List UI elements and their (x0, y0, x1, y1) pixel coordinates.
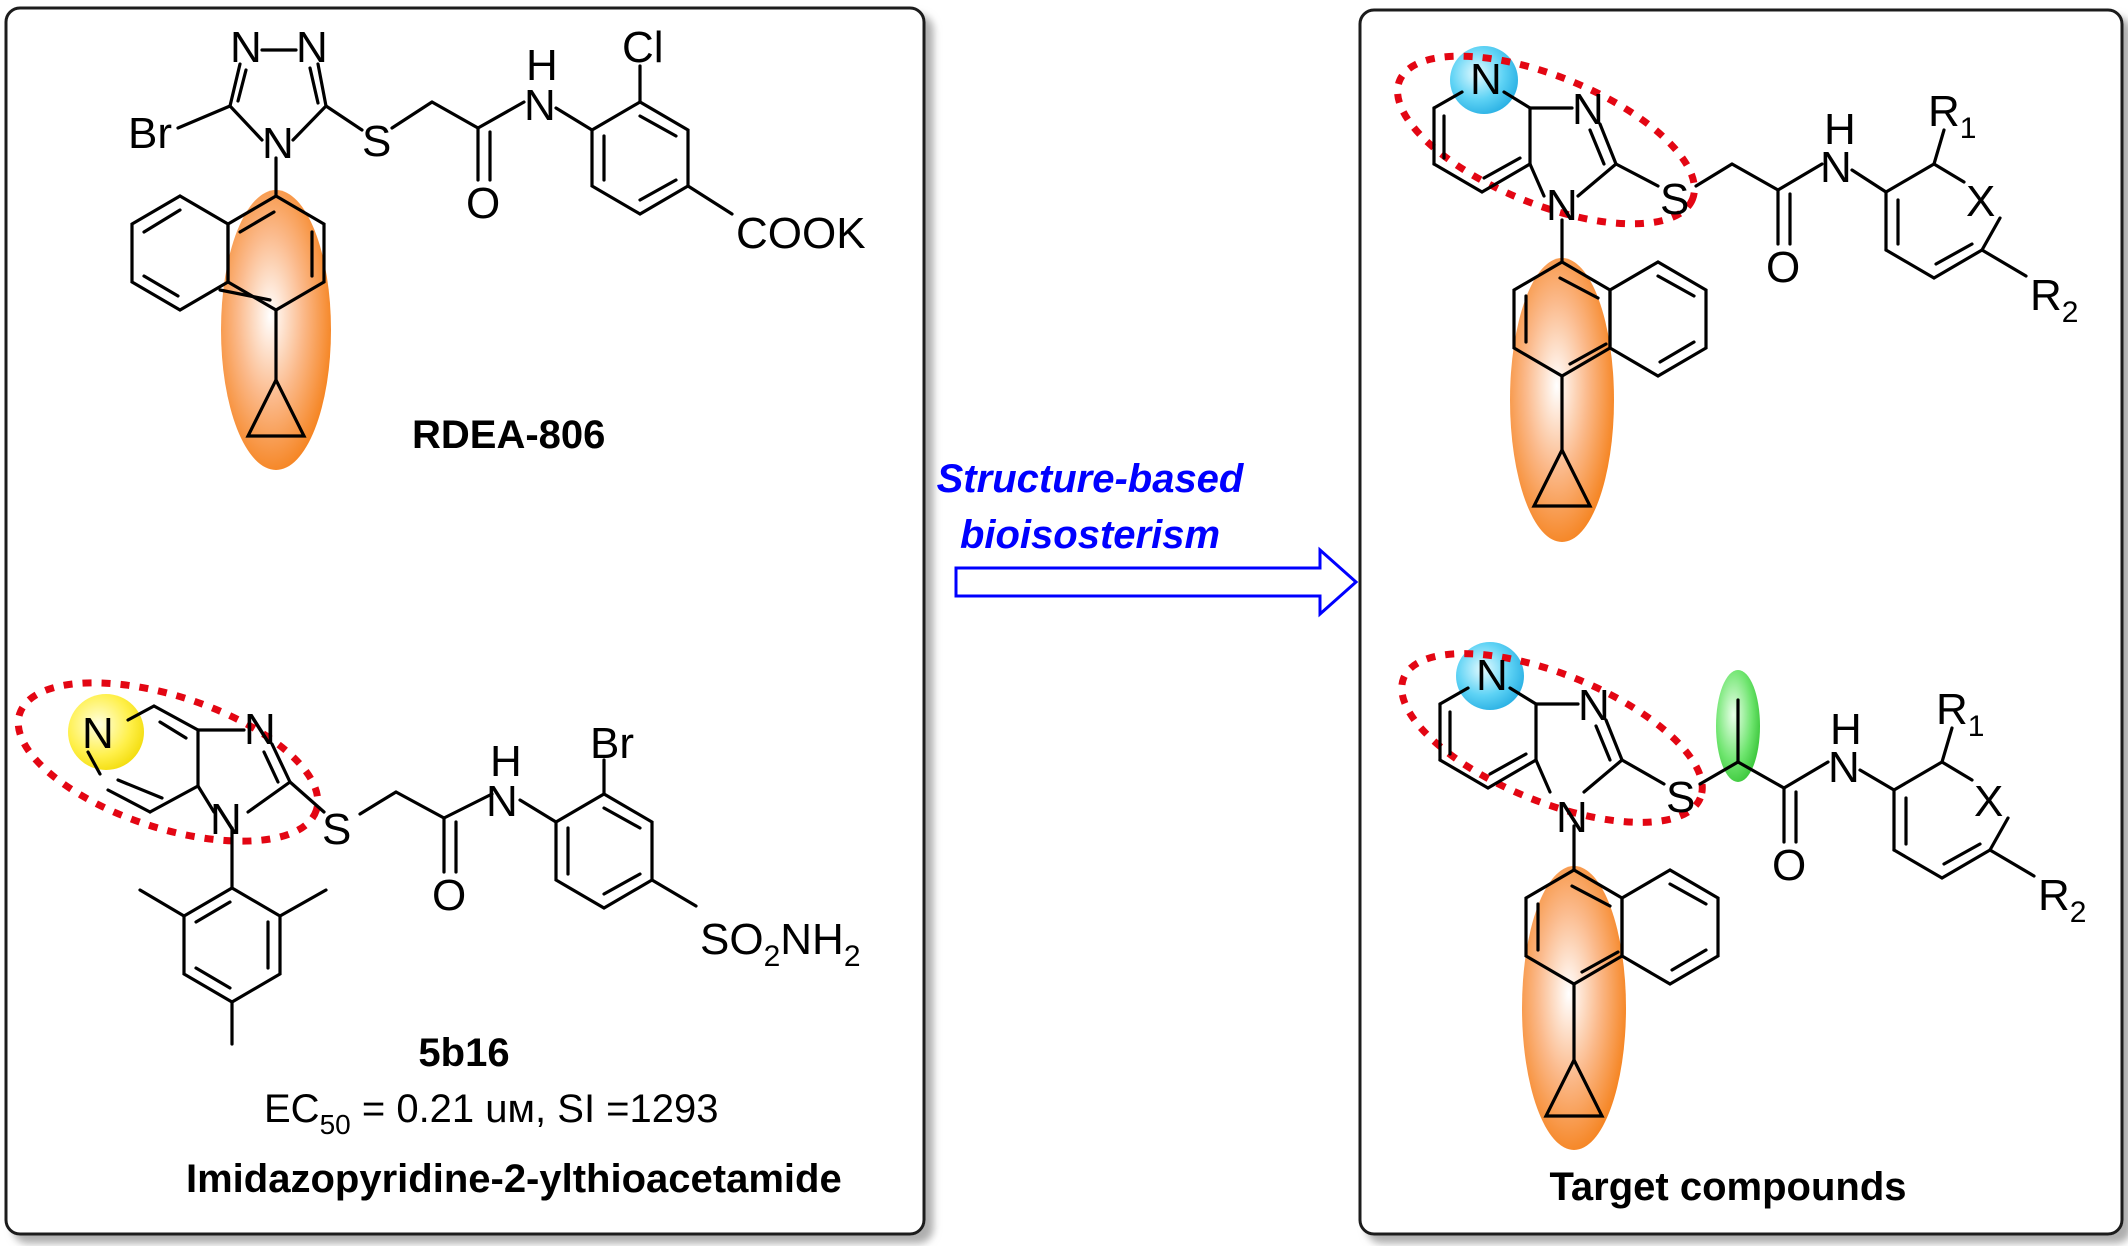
atom-s: S (362, 117, 391, 166)
atom-h: H (490, 737, 522, 786)
right-panel-frame (1358, 8, 2124, 1236)
atom-n: N (244, 705, 276, 754)
atom-o: O (1766, 243, 1800, 292)
atom-s: S (1666, 773, 1695, 822)
atom-n: N (1828, 743, 1860, 792)
atom-n: N (1476, 651, 1508, 700)
atom-n: N (82, 709, 114, 758)
target-compound-2: N N N S H N O X R1 R2 Target compounds (1398, 642, 2086, 1209)
atom-n: N (210, 795, 242, 844)
compound-rdea-806: N N N Br S H N O Cl COOK RDEA-806 (128, 23, 866, 470)
atom-n: N (262, 119, 294, 168)
atom-n: N (1556, 793, 1588, 842)
target-compound-1: N N N S H N O X R1 R2 (1394, 46, 2078, 542)
atom-s: S (322, 805, 351, 854)
atom-n: N (486, 777, 518, 826)
atom-n: N (230, 23, 262, 72)
bioisosterism-arrow: Structure-based bioisosterism (937, 457, 1359, 618)
atom-h: H (526, 41, 558, 90)
atom-br: Br (128, 109, 172, 158)
atom-n: N (1572, 85, 1604, 134)
atom-s: S (1660, 175, 1689, 224)
arrow-label-line2: bioisosterism (960, 513, 1220, 557)
atom-h: H (1824, 105, 1856, 154)
compound-b-activity: EC50 = 0.21 uм, SI =1293 (264, 1087, 719, 1140)
atom-x: X (1974, 777, 2003, 826)
group-r1: R1 (1936, 685, 1984, 743)
scaffold-outline-t2 (1398, 650, 1706, 826)
atom-o: O (466, 179, 500, 228)
atom-n: N (1820, 143, 1852, 192)
group-r2: R2 (2038, 871, 2086, 929)
compound-b-name: 5b16 (418, 1031, 509, 1075)
atom-br: Br (590, 719, 634, 768)
group-r1: R1 (1928, 87, 1976, 145)
atom-n: N (1578, 681, 1610, 730)
group-cook: COOK (736, 209, 866, 258)
atom-cl: Cl (622, 23, 664, 72)
group-r2: R2 (2030, 271, 2078, 329)
atom-x: X (1966, 177, 1995, 226)
group-sulfonamide: SO2NH2 (700, 915, 861, 973)
compound-class-name: Imidazopyridine-2-ylthioacetamide (186, 1157, 842, 1201)
atom-h: H (1830, 705, 1862, 754)
scaffold-outline-t1 (1394, 52, 1698, 228)
compound-5b16: N N N S H N O Br SO2NH2 5b16 EC50 = 0.21… (14, 679, 861, 1201)
atom-o: O (432, 871, 466, 920)
atom-o: O (1772, 841, 1806, 890)
scaffold-outline-b (14, 679, 322, 845)
atom-n: N (1546, 181, 1578, 230)
arrow-shape (954, 546, 1359, 618)
atom-n: N (524, 81, 556, 130)
arrow-label-line1: Structure-based (937, 457, 1245, 501)
atom-n: N (296, 23, 328, 72)
target-compounds-caption: Target compounds (1549, 1165, 1906, 1209)
compound-a-name: RDEA-806 (412, 413, 605, 457)
atom-n: N (1470, 55, 1502, 104)
